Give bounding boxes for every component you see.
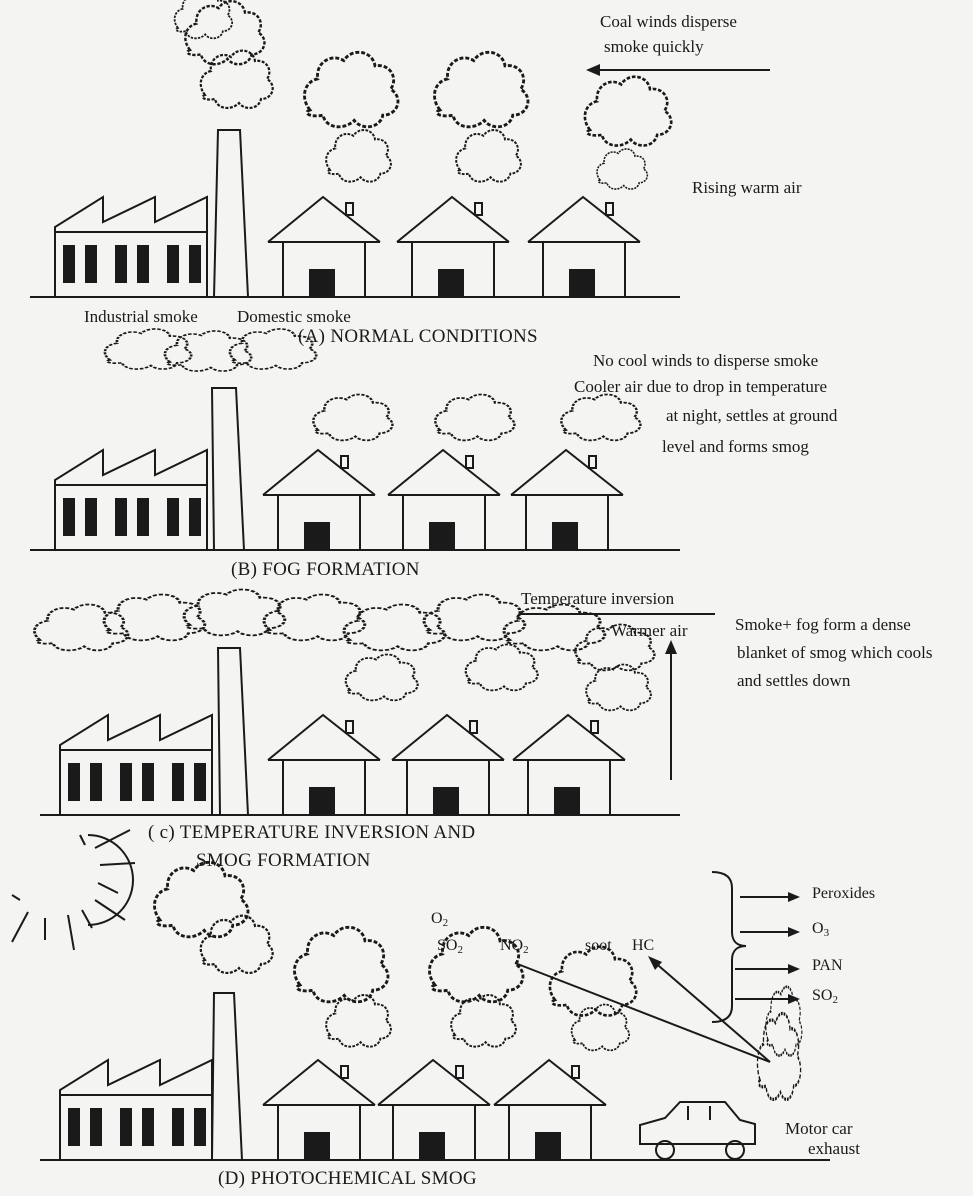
product-peroxides: Peroxides [812, 885, 876, 902]
factory-a [54, 196, 208, 298]
house-b1 [262, 449, 376, 551]
fog-note-line2: Cooler air due to drop in temperature [574, 377, 828, 396]
fog-note-line1: No cool winds to disperse smoke [593, 351, 819, 370]
factory-c [59, 714, 213, 816]
chimney-a [212, 129, 250, 298]
factory-d [59, 1059, 213, 1161]
house-a3 [527, 196, 641, 298]
industrial-smoke-a [173, 0, 274, 110]
exhaust-smoke [755, 985, 804, 1102]
warmer-air-label: Warmer air [611, 621, 688, 640]
sun-icon [11, 829, 136, 951]
smog-note-line2: blanket of smog which cools [737, 643, 933, 662]
house-c2 [391, 714, 505, 816]
domestic-smoke-a [303, 50, 673, 190]
house-c1 [267, 714, 381, 816]
so2-label: SO2 [437, 937, 463, 956]
industrial-smoke-b [103, 327, 318, 373]
o2-label: O2 [431, 910, 449, 929]
domestic-smoke-b [312, 393, 642, 442]
car-label-line2: exhaust [808, 1139, 860, 1158]
wind-arrow-a [586, 64, 770, 76]
motor-car-icon [639, 1101, 756, 1160]
car-label-line1: Motor car [785, 1119, 853, 1138]
house-a2 [396, 196, 510, 298]
inversion-label: Temperature inversion [521, 589, 675, 608]
factory-b [54, 449, 208, 551]
chimney-d [210, 992, 244, 1161]
no2-label: NO2 [500, 937, 529, 956]
panel-a [30, 0, 770, 298]
product-o3: O3 [812, 920, 830, 939]
house-d1 [262, 1059, 376, 1161]
house-d3 [493, 1059, 607, 1161]
wind-note-line1: Coal winds disperse [600, 12, 737, 31]
industrial-smoke-label: Industrial smoke [84, 307, 198, 326]
fog-note-line4: level and forms smog [662, 437, 809, 456]
caption-d: (D) PHOTOCHEMICAL SMOG [218, 1168, 477, 1189]
caption-a: (A) NORMAL CONDITIONS [298, 326, 538, 347]
soot-label: soot [585, 937, 612, 954]
house-b2 [387, 449, 501, 551]
panel-b [30, 327, 680, 551]
warm-air-arrow [665, 640, 677, 780]
panel-d [11, 829, 830, 1161]
smog-note-line3: and settles down [737, 671, 851, 690]
caption-c-line1: ( c) TEMPERATURE INVERSION AND [148, 822, 476, 843]
house-a1 [267, 196, 381, 298]
domestic-smoke-label: Domestic smoke [237, 307, 351, 326]
hc-arrow [648, 956, 771, 1063]
chimney-b [210, 387, 246, 551]
industrial-smoke-d [153, 860, 274, 975]
caption-b: (B) FOG FORMATION [231, 559, 420, 580]
rising-air-label: Rising warm air [692, 178, 802, 197]
caption-c-line2: SMOG FORMATION [196, 850, 371, 871]
house-b3 [510, 449, 624, 551]
products-brace [711, 871, 747, 1023]
house-c3 [512, 714, 626, 816]
chimney-c [216, 647, 250, 816]
wind-note-line2: smoke quickly [604, 37, 704, 56]
panel-c [33, 587, 715, 816]
product-arrows [735, 892, 800, 1004]
product-pan: PAN [812, 957, 843, 974]
hc-label: HC [632, 937, 655, 954]
product-so2: SO2 [812, 987, 838, 1006]
house-d2 [377, 1059, 491, 1161]
smog-note-line1: Smoke+ fog form a dense [735, 615, 911, 634]
fog-note-line3: at night, settles at ground [666, 406, 838, 425]
no2-line [514, 962, 771, 1063]
